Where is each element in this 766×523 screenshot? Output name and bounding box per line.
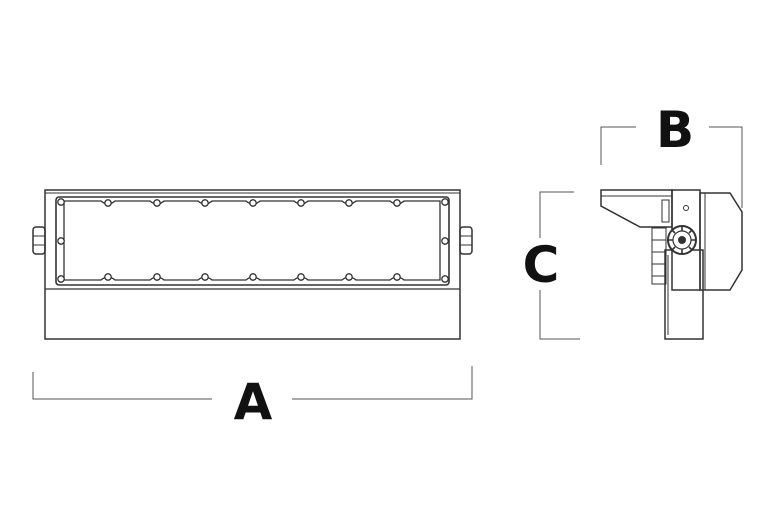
screw-icon <box>297 199 305 207</box>
dim-c-line-top <box>539 191 574 238</box>
side-view <box>600 189 743 340</box>
screw-icon <box>104 273 112 281</box>
dim-c-line-bottom <box>539 290 580 340</box>
screw-icon <box>393 273 401 281</box>
screw-icon <box>249 273 257 281</box>
screw-icon <box>201 273 209 281</box>
dim-b-line-right <box>709 126 743 208</box>
screw-icon <box>345 199 353 207</box>
dim-a-line-right <box>292 366 473 400</box>
screw-icon <box>441 198 449 206</box>
screw-icon <box>393 199 401 207</box>
screw-icon <box>345 273 353 281</box>
screw-icon <box>201 199 209 207</box>
lens-inner <box>63 200 441 281</box>
dim-a-label: A <box>234 373 273 431</box>
left-knuckle <box>32 226 46 255</box>
screw-icon <box>57 275 65 283</box>
dim-a-line-left <box>32 372 212 400</box>
screw-icon <box>153 199 161 207</box>
side-bracket <box>600 189 673 228</box>
dim-b-label: B <box>656 101 694 159</box>
dim-c-label: C <box>523 236 560 294</box>
tilt-knob <box>667 225 697 255</box>
screw-icon <box>57 198 65 206</box>
side-lens <box>699 192 743 291</box>
dim-b-line-left <box>600 126 636 165</box>
front-view <box>32 189 473 340</box>
screw-icon <box>57 237 65 245</box>
screw-icon <box>249 199 257 207</box>
screw-icon <box>104 199 112 207</box>
front-housing <box>44 189 461 340</box>
screw-icon <box>153 273 161 281</box>
lens-frame <box>55 196 450 286</box>
front-screws <box>57 198 449 283</box>
right-knuckle <box>459 226 473 255</box>
screw-icon <box>297 273 305 281</box>
mounting-arm <box>664 249 704 340</box>
screw-icon <box>441 237 449 245</box>
screw-icon <box>441 275 449 283</box>
dimension-lines <box>32 126 743 400</box>
